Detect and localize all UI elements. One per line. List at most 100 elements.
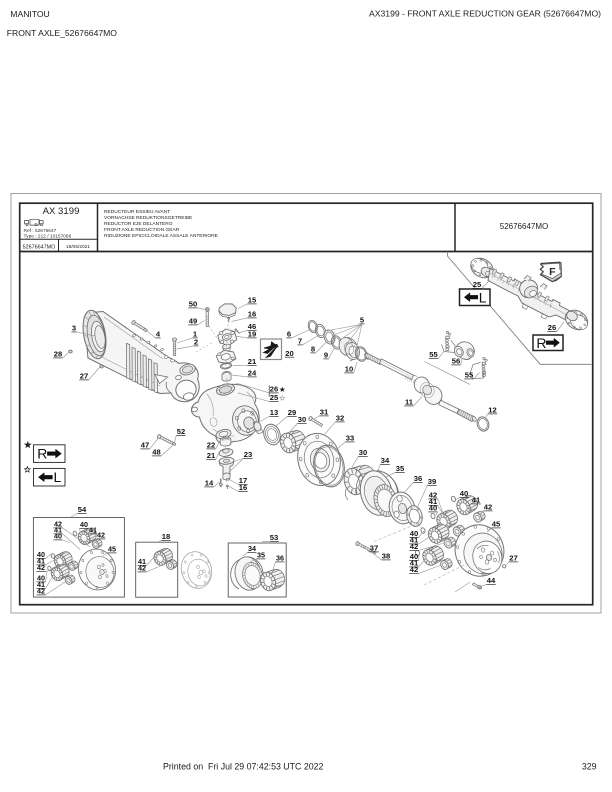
svg-text:42: 42: [54, 520, 62, 529]
svg-text:37: 37: [370, 544, 378, 553]
svg-text:REDUCTOR EJE DELANTERO: REDUCTOR EJE DELANTERO: [104, 221, 173, 227]
svg-text:30: 30: [359, 448, 367, 457]
svg-text:329: 329: [582, 761, 597, 771]
svg-text:40: 40: [410, 529, 418, 538]
svg-text:27: 27: [80, 372, 88, 381]
svg-text:16: 16: [248, 310, 256, 319]
svg-text:45: 45: [108, 545, 116, 554]
svg-text:FRONT AXLE REDUCTION GEAR: FRONT AXLE REDUCTION GEAR: [104, 227, 180, 233]
svg-text:52676647MO: 52676647MO: [500, 222, 548, 231]
svg-text:39: 39: [428, 477, 436, 486]
svg-text:40: 40: [80, 520, 88, 529]
svg-text:22: 22: [207, 441, 215, 450]
svg-text:41: 41: [37, 580, 45, 589]
svg-text:MANITOU: MANITOU: [10, 9, 49, 19]
svg-text:FRONT AXLE_52676647MO: FRONT AXLE_52676647MO: [7, 28, 118, 38]
svg-text:56: 56: [452, 357, 460, 366]
svg-text:42: 42: [429, 491, 437, 500]
svg-text:7: 7: [298, 337, 302, 346]
svg-text:40: 40: [460, 489, 468, 498]
svg-text:21: 21: [207, 451, 216, 460]
svg-text:42: 42: [37, 587, 45, 596]
svg-text:11: 11: [405, 398, 414, 407]
svg-text:☆: ☆: [279, 394, 286, 403]
svg-text:32: 32: [336, 414, 344, 423]
svg-text:21: 21: [248, 357, 257, 366]
svg-text:41: 41: [472, 496, 481, 505]
svg-text:R: R: [536, 335, 546, 351]
svg-text:6: 6: [287, 330, 291, 339]
svg-text:47: 47: [141, 441, 149, 450]
svg-text:27: 27: [509, 554, 517, 563]
svg-text:42: 42: [484, 503, 492, 512]
svg-text:40: 40: [54, 532, 62, 541]
svg-text:23: 23: [244, 450, 252, 459]
svg-text:1: 1: [193, 330, 198, 339]
svg-text:26: 26: [548, 323, 556, 332]
svg-text:50: 50: [189, 300, 197, 309]
svg-text:13: 13: [270, 408, 278, 417]
svg-text:25: 25: [270, 393, 279, 402]
svg-text:Printed on Fri Jul 29 07:42:5: Printed on Fri Jul 29 07:42:53 UTC 2022: [163, 761, 323, 771]
svg-text:REDUCTEUR ESSIEU AVANT: REDUCTEUR ESSIEU AVANT: [104, 209, 170, 215]
svg-text:31: 31: [320, 408, 329, 417]
svg-text:41: 41: [410, 559, 419, 568]
svg-text:26: 26: [270, 385, 278, 394]
svg-text:33: 33: [346, 434, 354, 443]
svg-text:15: 15: [248, 296, 257, 305]
svg-text:16: 16: [239, 483, 247, 492]
svg-text:Ref : 52676647: Ref : 52676647: [24, 228, 57, 234]
svg-text:41: 41: [89, 526, 97, 535]
svg-text:41: 41: [54, 526, 62, 535]
svg-text:35: 35: [396, 464, 405, 473]
svg-text:18: 18: [162, 532, 170, 541]
svg-text:36: 36: [414, 474, 422, 483]
svg-text:29: 29: [288, 408, 296, 417]
svg-text:42: 42: [37, 563, 45, 572]
svg-text:4: 4: [156, 330, 161, 339]
svg-text:8: 8: [311, 345, 315, 354]
svg-text:44: 44: [487, 576, 496, 585]
svg-text:2: 2: [194, 338, 198, 347]
svg-text:42: 42: [410, 565, 418, 574]
svg-text:41: 41: [37, 557, 45, 566]
svg-text:24: 24: [248, 369, 257, 378]
svg-text:VORNACHSE REDUKTIONSGETREIBE: VORNACHSE REDUKTIONSGETREIBE: [104, 215, 193, 221]
svg-text:42: 42: [138, 564, 146, 573]
svg-text:RIDUZIONE EPICICLOIDALE ASSALE: RIDUZIONE EPICICLOIDALE ASSALE ANTERIORE: [104, 233, 219, 239]
svg-text:R: R: [37, 446, 47, 462]
svg-text:53: 53: [270, 533, 278, 542]
svg-text:18/05/2021: 18/05/2021: [66, 244, 90, 250]
svg-text:12: 12: [488, 406, 496, 415]
svg-text:5: 5: [360, 316, 365, 325]
svg-text:42: 42: [410, 542, 418, 551]
svg-text:17: 17: [239, 476, 247, 485]
svg-text:55: 55: [429, 350, 438, 359]
svg-text:49: 49: [189, 317, 197, 326]
svg-text:20: 20: [285, 349, 293, 358]
svg-text:40: 40: [410, 552, 418, 561]
svg-text:41: 41: [410, 536, 419, 545]
svg-text:36: 36: [276, 554, 284, 563]
svg-text:19: 19: [248, 330, 256, 339]
svg-text:14: 14: [205, 479, 214, 488]
svg-text:28: 28: [54, 350, 62, 359]
svg-text:41: 41: [429, 497, 438, 506]
svg-text:AX 3199: AX 3199: [43, 206, 80, 217]
svg-text:40: 40: [429, 504, 437, 513]
svg-text:55: 55: [465, 371, 474, 380]
svg-text:25: 25: [473, 280, 482, 289]
svg-text:42: 42: [97, 531, 105, 540]
svg-text:54: 54: [78, 505, 87, 514]
svg-text:L: L: [54, 469, 62, 485]
svg-text:F: F: [549, 266, 556, 278]
svg-text:40: 40: [37, 550, 45, 559]
svg-text:AX3199 - FRONT AXLE REDUCTION: AX3199 - FRONT AXLE REDUCTION GEAR (5267…: [369, 9, 601, 19]
svg-text:★: ★: [279, 385, 286, 394]
svg-text:L: L: [479, 289, 487, 305]
svg-text:41: 41: [138, 557, 146, 566]
svg-text:48: 48: [152, 448, 160, 457]
svg-text:52: 52: [177, 427, 185, 436]
svg-text:9: 9: [324, 351, 328, 360]
svg-text:35: 35: [257, 551, 265, 560]
